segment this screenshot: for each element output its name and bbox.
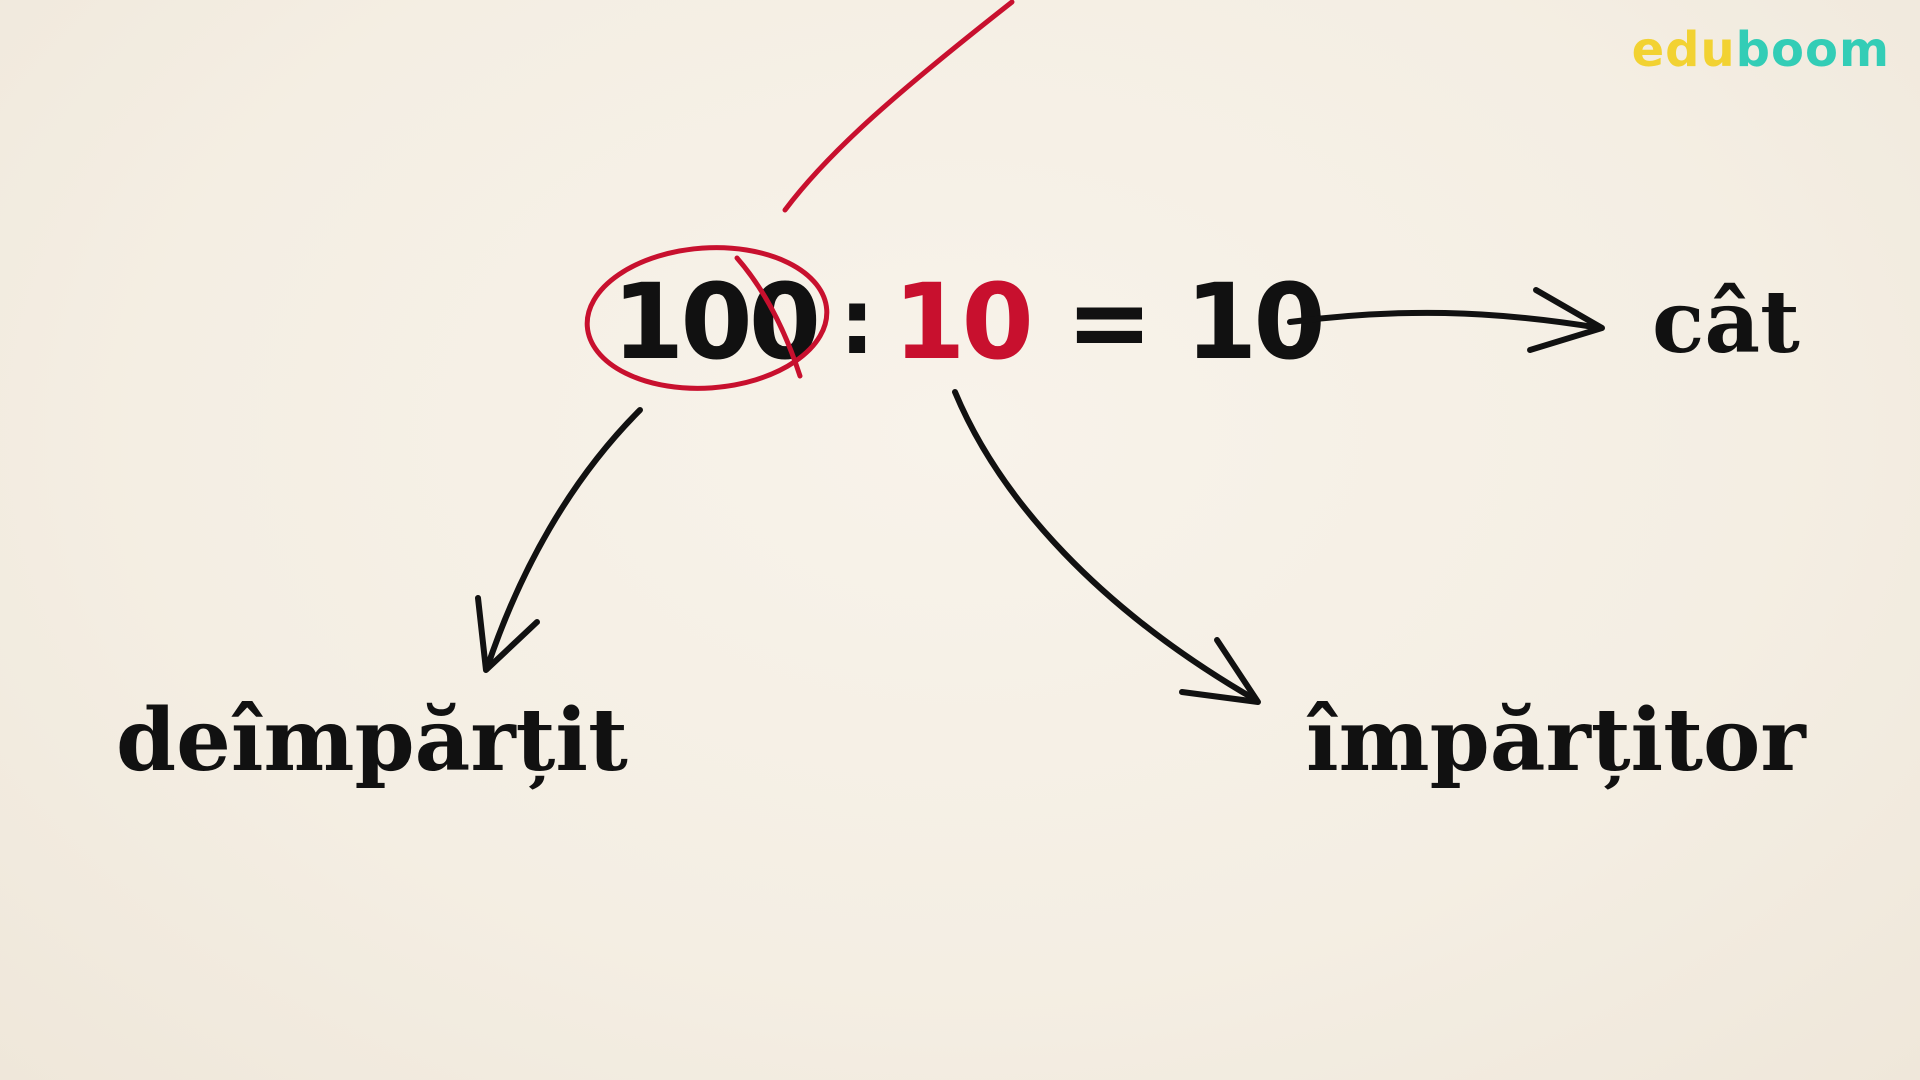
dividend-number: 100	[612, 261, 821, 383]
divisor-number: 10	[893, 261, 1034, 383]
division-operator: :	[839, 269, 875, 375]
arrow-to-dividend	[475, 407, 643, 673]
label-quotient: cât	[1652, 272, 1800, 373]
equals-sign: =	[1065, 261, 1153, 383]
logo-part-edu: edu	[1631, 22, 1736, 78]
division-equation: 100 : 10 = 10	[612, 261, 1326, 383]
label-dividend: deîmpărțit	[116, 690, 628, 791]
red-swoosh-stroke	[782, 0, 1015, 213]
logo-part-boom: boom	[1735, 22, 1890, 78]
arrow-to-divisor	[952, 389, 1261, 705]
arrow-to-quotient	[1287, 287, 1605, 353]
label-divisor: împărțitor	[1306, 690, 1806, 791]
eduboom-logo: eduboom	[1632, 22, 1890, 78]
quotient-number: 10	[1184, 261, 1326, 383]
